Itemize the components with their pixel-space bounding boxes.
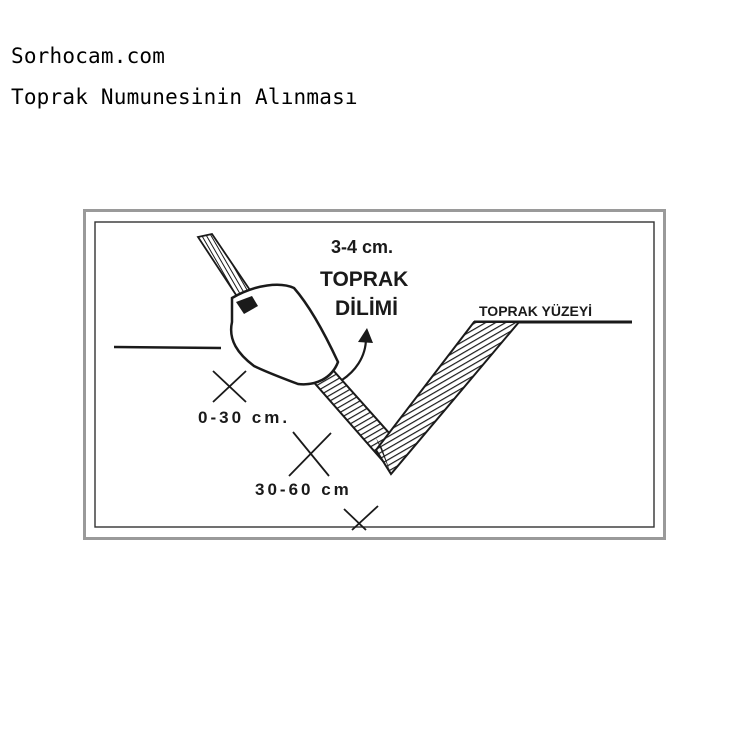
depth-marker-3b [351, 505, 379, 531]
shovel-blade [229, 283, 340, 386]
ground-surface-left [113, 345, 222, 350]
page-title: Toprak Numunesinin Alınması [11, 85, 358, 109]
slice-arrow [341, 337, 368, 381]
thickness-label: 3-4 cm. [331, 237, 393, 257]
depth-label-1: 0-30 cm. [198, 408, 290, 427]
inner-border [94, 221, 655, 528]
shovel-socket [236, 296, 258, 314]
slice-label-line2: DİLİMİ [335, 297, 398, 320]
slice-label-line1: TOPRAK [320, 268, 408, 291]
depth-label-2: 30-60 cm [255, 480, 352, 499]
depth-marker-1b [212, 370, 247, 403]
depth-marker-3a [343, 508, 367, 531]
depth-marker-2b [288, 432, 332, 477]
pit-right-wall [374, 321, 522, 476]
surface-label: TOPRAK YÜZEYİ [479, 303, 592, 319]
slice-arrow-head [358, 328, 373, 343]
site-name: Sorhocam.com [11, 44, 166, 68]
soil-sampling-figure: 3-4 cm. TOPRAK DİLİMİ TOPRAK YÜZEYİ 0-30… [83, 209, 666, 540]
pit-bottom [376, 438, 391, 474]
